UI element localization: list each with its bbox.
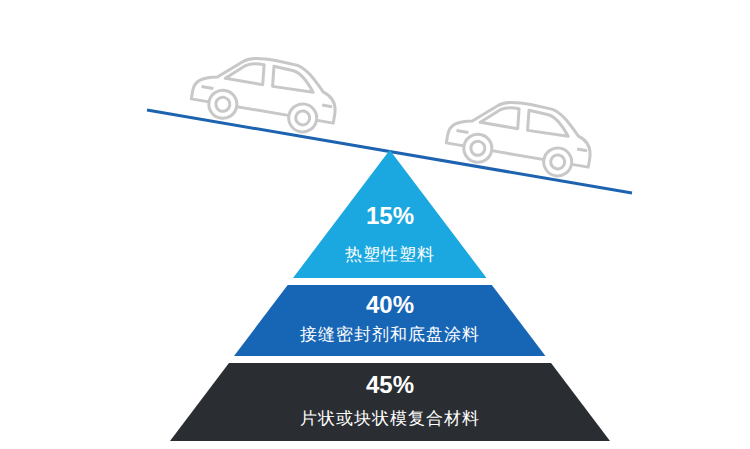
percentage: 40% [234,291,545,319]
pyramid-bottom-band: 45% 片状或块状模复合材料 [170,363,610,441]
percentage: 45% [170,371,610,399]
car-right [444,92,597,181]
pyramid-top-band: 15% 热塑性塑料 [293,150,487,278]
pyramid-middle-band: 40% 接缝密封剂和底盘涂料 [234,285,545,356]
material-label: 热塑性塑料 [293,245,487,265]
car-left [189,48,342,137]
percentage: 15% [293,202,487,230]
material-label: 接缝密封剂和底盘涂料 [234,325,545,345]
material-label: 片状或块状模复合材料 [170,409,610,429]
